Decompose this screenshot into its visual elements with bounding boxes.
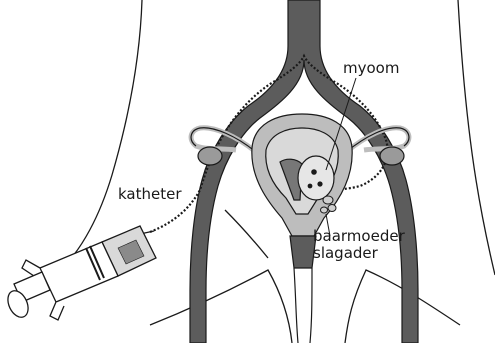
syringe [4,226,156,320]
label-slagader: slagader [313,245,378,262]
label-baarmoeder: baarmoeder [313,228,405,245]
label-myoom: myoom [343,60,399,77]
label-katheter: katheter [118,186,182,203]
